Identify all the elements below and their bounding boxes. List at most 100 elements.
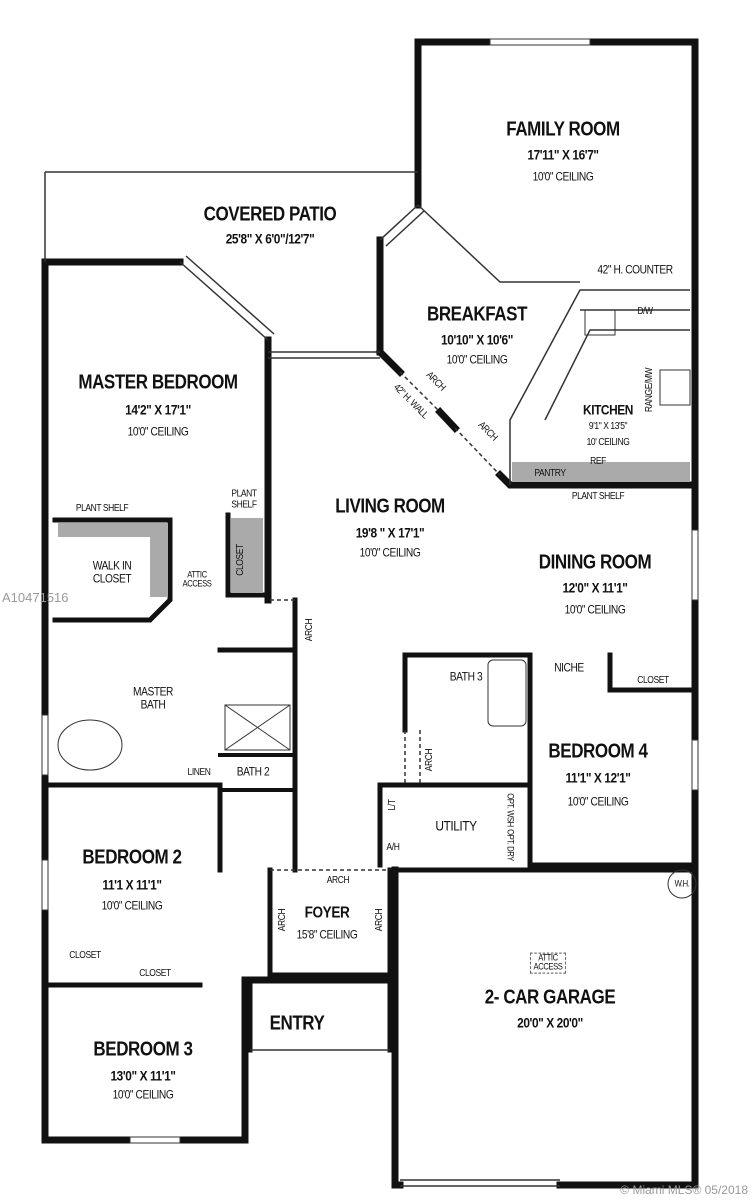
window — [129, 1136, 181, 1144]
utility-walls — [377, 782, 533, 868]
ref-label: REF — [590, 455, 606, 467]
foyer-name: FOYER — [304, 904, 350, 922]
sink-icon — [584, 309, 616, 336]
water-heater-label: W.H. — [674, 878, 690, 889]
master-bedroom-ceiling: 10'0" CEILING — [127, 424, 189, 439]
master-bedroom-name: MASTER BEDROOM — [78, 371, 238, 394]
window — [379, 204, 425, 247]
living-room-ceiling: 10'0" CEILING — [359, 545, 421, 560]
walk-in-closet-name: WALK IN CLOSET — [92, 558, 132, 585]
attic-access-label: ATTIC ACCESS — [530, 952, 566, 974]
kitchen-size: 9'1" X 13'5" — [588, 420, 628, 432]
bath2-name: BATH 2 — [236, 764, 270, 779]
bedroom3-name: BEDROOM 3 — [93, 1038, 193, 1061]
master-bath-wall — [42, 782, 223, 873]
attic-access-label: ATTIC ACCESS — [182, 569, 212, 589]
closet-label: CLOSET — [234, 544, 246, 576]
family-room-ceiling: 10'0" CEILING — [532, 169, 594, 184]
living-room-name: LIVING ROOM — [335, 495, 445, 518]
shower-icon — [224, 704, 291, 751]
plant-shelf-label: PLANT SHELF — [231, 488, 257, 510]
arch-label: ARCH — [303, 618, 315, 642]
shower-icon — [224, 704, 291, 751]
range-label: RANGE/MW — [643, 367, 655, 413]
closet-label: CLOSET — [69, 949, 101, 961]
window — [489, 38, 591, 46]
pantry-label: PANTRY — [534, 467, 566, 479]
dishwasher-label: D/W — [637, 305, 653, 317]
window — [691, 739, 699, 791]
master-bath-name: MASTER BATH — [133, 684, 173, 711]
bedroom2-name: BEDROOM 2 — [82, 846, 182, 869]
breakfast-name: BREAKFAST — [426, 303, 528, 326]
air-handler-label: A/H — [386, 841, 400, 853]
garage-door — [400, 1179, 560, 1187]
arch-line — [268, 371, 501, 871]
family-room-name: FAMILY ROOM — [506, 118, 620, 141]
bedroom2-size: 11'1 X 11'1" — [102, 876, 162, 893]
master-bedroom-size: 14'2" X 17'1" — [125, 401, 191, 418]
bedroom4-size: 11'1" X 12'1" — [565, 769, 631, 786]
window — [41, 859, 49, 911]
range-icon — [659, 369, 691, 406]
dryer-label: OPT. DRY — [505, 829, 516, 861]
window — [41, 714, 49, 776]
foyer-walls — [267, 867, 393, 978]
bedroom4-ceiling: 10'0" CEILING — [567, 794, 629, 809]
bathtub-icon — [57, 719, 123, 771]
walk-in-closet-shelf — [58, 523, 168, 537]
walk-in-closet-walls — [52, 517, 173, 623]
bathtub-icon — [487, 659, 527, 727]
water-heater-icon — [667, 869, 697, 899]
kitchen-plant-shelf — [512, 462, 690, 482]
utility-name: UTILITY — [435, 817, 477, 834]
bedroom4-name: BEDROOM 4 — [548, 740, 648, 763]
laundry-tub-label: L/T — [386, 799, 398, 811]
plant-shelf-label: PLANT SHELF — [571, 490, 625, 502]
hall-wall — [217, 597, 298, 873]
closet-label: CLOSET — [637, 674, 669, 686]
washer-label: OPT. WSH — [505, 793, 516, 827]
plant-shelf-label: PLANT SHELF — [75, 502, 129, 514]
walk-in-closet-shelf-side — [150, 537, 168, 597]
window — [268, 351, 380, 359]
covered-patio-name: COVERED PATIO — [203, 203, 337, 226]
bath3-name: BATH 3 — [449, 669, 483, 684]
bedroom3-ceiling: 10'0" CEILING — [112, 1087, 174, 1102]
copyright-footer: © Miami MLS® 05/2018 — [620, 1183, 748, 1197]
dining-room-name: DINING ROOM — [538, 551, 652, 574]
family-breakfast-line — [417, 204, 580, 283]
arch-label: ARCH — [423, 748, 435, 772]
kitchen-ceiling: 10' CEILING — [586, 436, 630, 448]
niche-label: NICHE — [554, 660, 584, 675]
listing-watermark: A10471516 — [2, 590, 69, 605]
garage-left-wall — [391, 866, 404, 1189]
arch-label: ARCH — [326, 874, 350, 886]
family-room-size: 17'11" X 16'7" — [527, 146, 599, 163]
entry-name: ENTRY — [269, 1012, 325, 1035]
bath3-walls — [402, 652, 698, 868]
breakfast-size: 10'10" X 10'6" — [441, 331, 513, 348]
garage-name: 2- CAR GARAGE — [484, 986, 616, 1009]
family-room-walls — [414, 38, 699, 1189]
arch-label: ARCH — [373, 908, 385, 932]
entry-walls — [247, 977, 393, 1053]
dining-room-ceiling: 10'0" CEILING — [564, 602, 626, 617]
bedroom2-ceiling: 10'0" CEILING — [101, 898, 163, 913]
patio-outline — [44, 171, 418, 262]
dining-room-size: 12'0" X 11'1" — [562, 579, 628, 596]
counter-label: 42" H. COUNTER — [597, 262, 673, 277]
closet-label: CLOSET — [139, 967, 171, 979]
bedroom3-size: 13'0" X 11'1" — [110, 1067, 176, 1084]
foyer-ceiling: 15'8" CEILING — [296, 927, 358, 942]
covered-patio-size: 25'8" X 6'0"/12'7" — [225, 230, 315, 247]
kitchen-name: KITCHEN — [583, 401, 633, 418]
garage-size: 20'0" X 20'0" — [517, 1014, 583, 1031]
living-room-size: 19'8 " X 17'1" — [355, 524, 425, 541]
arch-label: ARCH — [276, 908, 288, 932]
window — [179, 255, 275, 341]
window — [691, 529, 699, 601]
closet-shelf — [231, 518, 263, 593]
bath2-walls — [218, 753, 297, 792]
